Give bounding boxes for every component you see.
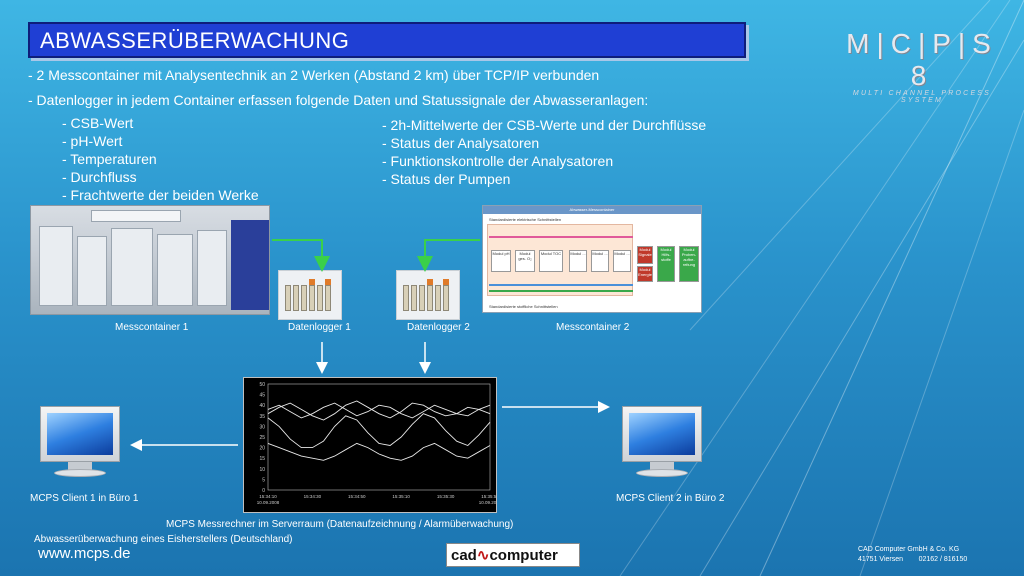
y-tick-label: 20 [259, 446, 265, 452]
page-title: ABWASSERÜBERWACHUNG [28, 22, 746, 58]
caption-datalogger-2: Datenlogger 2 [407, 322, 470, 333]
list-item: - pH-Wert [62, 133, 123, 149]
datalogger-2-image [396, 270, 460, 320]
pulse-icon: ∿ [476, 547, 490, 564]
client-2-monitor-icon [616, 402, 708, 482]
list-item: - Durchfluss [62, 169, 137, 185]
caption-datalogger-1: Datenlogger 1 [288, 322, 351, 333]
mcps-logo-text: M|C|P|S 8 [846, 28, 998, 91]
diagram-module: Modul Signale [637, 246, 653, 264]
x-tick-label: 15:34:50 [348, 494, 366, 499]
caption-messcontainer-1: Messcontainer 1 [115, 322, 189, 333]
data-list-left: - CSB-Wert - pH-Wert - Temperaturen - Du… [62, 114, 259, 204]
diagram-module: Modul Hilfs-stoffe [657, 246, 675, 282]
caption-footnote: Abwasserüberwachung eines Eisherstellers… [34, 534, 293, 545]
bullet-line-2: - Datenlogger in jedem Container erfasse… [28, 92, 649, 108]
y-tick-label: 15 [259, 456, 265, 462]
list-item: - Frachtwerte der beiden Werke [62, 187, 259, 203]
y-tick-label: 5 [262, 477, 265, 483]
y-tick-label: 45 [259, 393, 265, 399]
x-tick-label: 10.09.2008 [479, 500, 496, 505]
messcontainer-2-diagram: Abwasser-Messcontainer Standardisierte e… [482, 205, 702, 313]
x-tick-label: 15:35:30 [437, 494, 455, 499]
caption-client-2: MCPS Client 2 in Büro 2 [616, 493, 725, 504]
x-tick-label: 10.09.2008 [257, 500, 280, 505]
caption-server: MCPS Messrechner im Serverraum (Datenauf… [166, 519, 514, 530]
mcps-logo-subtitle: MULTI CHANNEL PROCESS SYSTEM [852, 90, 992, 104]
diagram-header: Abwasser-Messcontainer [483, 206, 701, 214]
list-item: - CSB-Wert [62, 115, 134, 131]
diagram-bottom-label: Standardisierte stoffliche Schnittstelle… [489, 304, 558, 309]
y-tick-label: 25 [259, 435, 265, 441]
diagram-module: Modul ... [613, 250, 631, 272]
y-tick-label: 30 [259, 424, 265, 430]
caption-messcontainer-2: Messcontainer 2 [556, 322, 630, 333]
data-list-right: - 2h-Mittelwerte der CSB-Werte und der D… [382, 116, 706, 188]
list-item: - 2h-Mittelwerte der CSB-Werte und der D… [382, 117, 707, 133]
company-info: CAD Computer GmbH & Co. KG 41751 Viersen… [858, 545, 967, 565]
cad-logo-left: cad [451, 547, 477, 564]
cad-logo-right: computer [489, 547, 558, 564]
diagram-top-label: Standardisierte elektrische Schnittstell… [489, 217, 562, 222]
list-item: - Status der Pumpen [382, 171, 511, 187]
mcps-logo: M|C|P|S 8 MULTI CHANNEL PROCESS SYSTEM [832, 28, 1012, 104]
series-line-4 [267, 442, 491, 461]
website-link[interactable]: www.mcps.de [38, 545, 131, 562]
series-line-2 [267, 400, 491, 421]
diagram-module: Modul Energie [637, 266, 653, 282]
x-tick-label: 15:34:30 [304, 494, 322, 499]
caption-client-1: MCPS Client 1 in Büro 1 [30, 493, 139, 504]
x-tick-label: 15:35:10 [392, 494, 410, 499]
x-tick-label: 15:34:10 [259, 494, 277, 499]
company-line-2: 41751 Viersen 02162 / 816150 [858, 556, 968, 563]
list-item: - Funktionskontrolle der Analysatoren [382, 153, 614, 169]
diagram-module: Modul pH [491, 250, 511, 272]
bullet-line-1: - 2 Messcontainer mit Analysentechnik an… [28, 67, 600, 83]
cad-computer-logo: cad∿computer [446, 543, 580, 567]
series-line-3 [267, 413, 491, 449]
messcontainer-1-photo [30, 205, 270, 315]
y-tick-label: 50 [259, 382, 265, 388]
list-item: - Status der Analysatoren [382, 135, 540, 151]
datalogger-1-image [278, 270, 342, 320]
client-1-monitor-icon [34, 402, 126, 482]
chart-frame [267, 383, 491, 491]
diagram-module: Modul ges. O₂ [515, 250, 535, 272]
list-item: - Temperaturen [62, 151, 157, 167]
diagram-module: Modul TOC [539, 250, 563, 272]
diagram-module: Modul ... [591, 250, 609, 272]
x-tick-label: 15:35:50 [481, 494, 496, 499]
y-tick-label: 35 [259, 414, 265, 420]
y-tick-label: 40 [259, 403, 265, 409]
y-tick-label: 10 [259, 467, 265, 473]
diagram-module: Modul Proben-aufbe-reitung [679, 246, 699, 282]
y-tick-label: 0 [262, 488, 265, 494]
diagram-module: Modul ... [569, 250, 587, 272]
company-line-1: CAD Computer GmbH & Co. KG [858, 546, 960, 553]
trend-chart-svg: 5045403530252015105015:34:1010.09.200815… [257, 382, 502, 505]
series-line-1 [267, 402, 491, 419]
